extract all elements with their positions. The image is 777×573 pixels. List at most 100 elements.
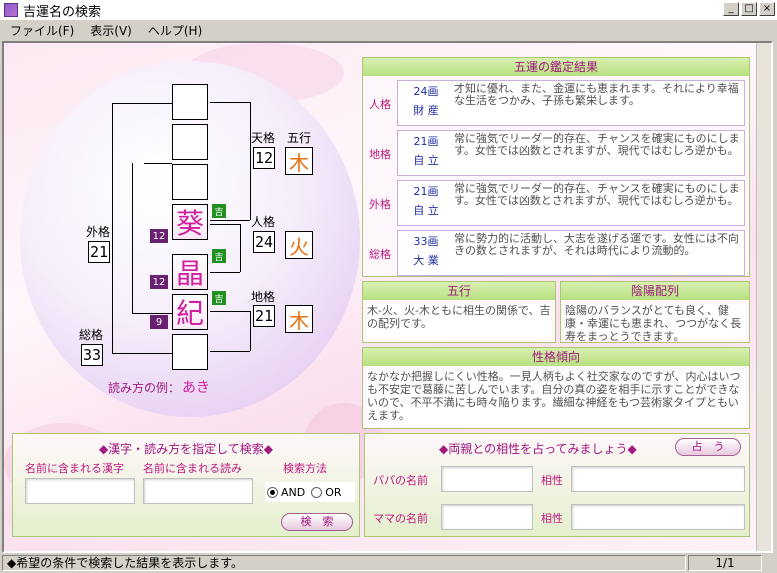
maximize-button[interactable]: □ xyxy=(741,2,757,16)
and-label: AND xyxy=(281,485,306,499)
stroke-count-2: 12 xyxy=(150,275,168,289)
name-cell-surname-3 xyxy=(172,164,208,200)
search-yomi-label: 名前に含まれる読み xyxy=(143,462,242,475)
result-strokes: 24画 xyxy=(413,85,439,98)
status-text: ◆希望の条件で検索した結果を表示します。 xyxy=(2,555,686,571)
gaikaku-label: 外格 xyxy=(86,225,111,239)
stroke-count-1: 12 xyxy=(150,229,168,243)
search-method-label: 検索方法 xyxy=(283,462,327,475)
search-button[interactable]: 検 索 xyxy=(281,513,353,531)
chikaku-value: 21 xyxy=(253,305,275,327)
menu-file[interactable]: ファイル(F) xyxy=(10,23,75,38)
mama-aisho-label: 相性 xyxy=(541,512,563,525)
name-cell-empty xyxy=(172,334,208,370)
search-title: ◆漢字・読み方を指定して検索◆ xyxy=(98,442,274,456)
bracket-line xyxy=(210,220,250,221)
result-row-label: 地格 xyxy=(369,148,391,161)
papa-aisho-label: 相性 xyxy=(541,474,563,487)
result-fortune: 大 業 xyxy=(413,254,439,267)
search-kanji-label: 名前に含まれる漢字 xyxy=(25,462,124,475)
bracket-line xyxy=(112,103,172,104)
gogyo-label: 五行 xyxy=(287,131,312,145)
or-radio[interactable] xyxy=(311,486,323,498)
reading-example-label: 読み方の例： xyxy=(108,381,181,395)
menu-bar: ファイル(F) 表示(V) ヘルプ(H) xyxy=(0,20,777,40)
gogyo-element-1: 木 xyxy=(285,147,313,175)
status-bar: ◆希望の条件で検索した結果を表示します。 1/1 xyxy=(0,553,777,573)
bracket-line xyxy=(210,272,240,273)
bracket-line xyxy=(250,102,251,220)
gogyo-element-2: 火 xyxy=(285,231,313,259)
bracket-line xyxy=(132,163,133,313)
compat-panel: ◆両親との相性を占ってみましょう◆ 占 う パパの名前 相性 ママの名前 相性 xyxy=(364,433,750,537)
jinkaku-label: 人格 xyxy=(251,215,276,229)
seikaku-panel-title: 性格傾向 xyxy=(363,348,749,366)
yomi-search-input[interactable] xyxy=(143,478,253,504)
bracket-line xyxy=(210,102,250,103)
gogyo-panel-text: 木-火、火-木ともに相生の関係で、吉の配列です。 xyxy=(367,304,551,340)
minimize-button[interactable]: _ xyxy=(723,2,739,16)
seikaku-panel-text: なかなか把握しにくい性格。一見人柄もよく社交家なのですが、内心はいつも不安定で葛… xyxy=(367,370,745,426)
title-bar: 吉運名の検索 _ □ × xyxy=(0,0,777,20)
kanji-search-input[interactable] xyxy=(25,478,135,504)
bracket-line xyxy=(250,311,251,351)
fortune-tag: 吉 xyxy=(212,291,226,305)
or-label: OR xyxy=(325,485,342,499)
stroke-count-3: 9 xyxy=(150,315,168,329)
result-text: 常に強気でリーダー的存在、チャンスを確実にものにします。女性では凶数とされますが… xyxy=(454,182,740,207)
result-row: 21画 自 立 常に強気でリーダー的存在、チャンスを確実にものにします。女性では… xyxy=(397,180,745,226)
result-text: 常に強気でリーダー的存在、チャンスを確実にものにします。女性では凶数とされますが… xyxy=(454,132,740,157)
search-method-group: AND OR xyxy=(265,482,355,502)
close-button[interactable]: × xyxy=(759,2,775,16)
compat-title: ◆両親との相性を占ってみましょう◆ xyxy=(439,442,637,456)
result-text: 常に勢力的に活動し、大志を遂げる運です。女性には不向きの数とされますが、それは時… xyxy=(454,232,739,257)
bracket-line xyxy=(210,224,240,225)
soukaku-label: 総格 xyxy=(79,328,104,342)
menu-view[interactable]: 表示(V) xyxy=(90,23,132,38)
and-radio[interactable] xyxy=(267,486,278,498)
fortune-button[interactable]: 占 う xyxy=(675,438,741,456)
name-cell-surname-1 xyxy=(172,84,208,120)
mama-name-input[interactable] xyxy=(441,504,533,530)
bracket-line xyxy=(132,313,172,314)
menu-help[interactable]: ヘルプ(H) xyxy=(147,23,203,38)
gogyo-panel: 五行 木-火、火-木ともに相生の関係で、吉の配列です。 xyxy=(362,281,556,343)
result-row: 24画 財 産 才知に優れ、また、金運にも恵まれます。それにより幸福な生活をつか… xyxy=(397,80,745,126)
result-row-label: 総格 xyxy=(369,248,391,261)
result-row: 33画 大 業 常に勢力的に活動し、大志を遂げる運です。女性には不向きの数とされ… xyxy=(397,230,745,276)
tenkaku-label: 天格 xyxy=(251,131,276,145)
name-kanji-1: 葵 xyxy=(172,204,208,240)
result-strokes: 21画 xyxy=(413,135,439,148)
reading-example-value: あき xyxy=(182,380,210,396)
result-fortune: 自 立 xyxy=(413,204,439,217)
status-page: 1/1 xyxy=(688,555,762,571)
tenkaku-value: 12 xyxy=(253,147,275,169)
result-strokes: 21画 xyxy=(413,185,439,198)
gaikaku-value: 21 xyxy=(88,241,110,263)
name-kanji-3: 紀 xyxy=(172,294,208,330)
name-cell-surname-2 xyxy=(172,124,208,160)
bracket-line xyxy=(210,351,250,352)
bracket-line xyxy=(144,163,172,164)
result-row-label: 人格 xyxy=(369,98,391,111)
results-panel: 五運の鑑定結果 人格 24画 財 産 才知に優れ、また、金運にも恵まれます。それ… xyxy=(362,57,750,277)
inyo-panel-text: 陰陽のバランスがとても良く、健康・幸運にも恵まれ、つつがなく長寿をまっとうできま… xyxy=(565,304,745,343)
papa-name-input[interactable] xyxy=(441,466,533,492)
result-strokes: 33画 xyxy=(413,235,439,248)
seikaku-panel: 性格傾向 なかなか把握しにくい性格。一見人柄もよく社交家なのですが、内心はいつも… xyxy=(362,347,750,429)
app-icon xyxy=(4,3,18,17)
window-title: 吉運名の検索 xyxy=(23,4,102,20)
bracket-line xyxy=(112,353,172,354)
mama-name-label: ママの名前 xyxy=(373,512,428,525)
fortune-tag: 吉 xyxy=(212,249,226,263)
bracket-line xyxy=(240,224,241,272)
gogyo-element-3: 木 xyxy=(285,305,313,333)
bracket-line xyxy=(210,311,250,312)
papa-aisho-output xyxy=(571,466,745,492)
fortune-tag: 吉 xyxy=(212,204,226,218)
soukaku-value: 33 xyxy=(81,344,103,366)
vertical-scrollbar[interactable] xyxy=(756,43,771,551)
result-fortune: 財 産 xyxy=(413,104,439,117)
result-text: 才知に優れ、また、金運にも恵まれます。それにより幸福な生活をつかみ、子孫も繁栄し… xyxy=(454,82,739,107)
jinkaku-value: 24 xyxy=(253,231,275,253)
